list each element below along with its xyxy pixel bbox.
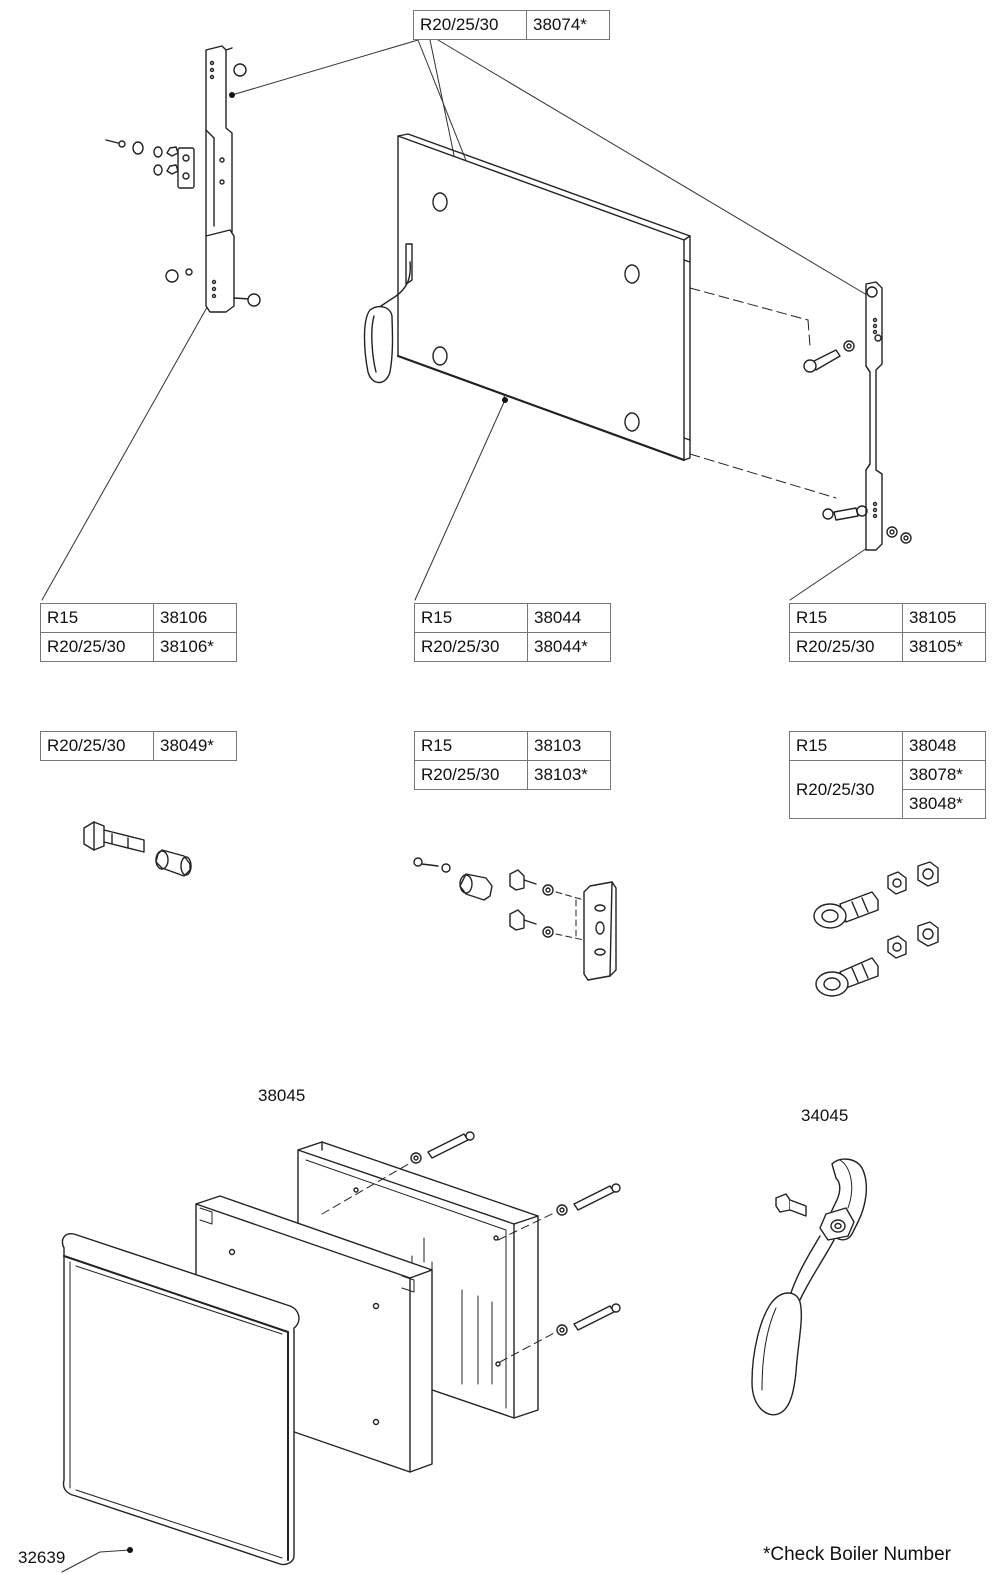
model-cell: R15: [414, 731, 528, 761]
model-cell: R20/25/30: [40, 632, 154, 662]
part-table-left-hinge: R15 38106 R20/25/30 38106*: [40, 603, 237, 662]
part-table-right-hinge: R15 38105 R20/25/30 38105*: [789, 603, 986, 662]
door-assembly-part: [61, 1131, 621, 1566]
part-number-cell: 38105*: [902, 632, 986, 662]
model-cell: R20/25/30: [40, 731, 154, 761]
model-cell: R20/25/30: [789, 760, 903, 819]
table-row: R20/25/30 38074*: [413, 10, 610, 40]
label-door-assembly: 38045: [258, 1086, 306, 1105]
model-cell: R20/25/30: [414, 760, 528, 790]
footnote-check-boiler-number: *Check Boiler Number: [763, 1544, 951, 1565]
pin-spacer-part: [83, 821, 192, 877]
table-row: R20/25/30 38044*: [414, 632, 611, 662]
table-row: R20/25/30 38078*: [789, 760, 986, 819]
model-cell: R20/25/30: [789, 632, 903, 662]
table-row: R15 38103: [414, 731, 611, 761]
part-number-cell: 38105: [902, 603, 986, 633]
part-number-cell: 38044*: [527, 632, 611, 662]
part-number-cell: 38049*: [153, 731, 237, 761]
part-number-cell: 38048: [902, 731, 986, 761]
part-number-cell: 38103*: [527, 760, 611, 790]
model-cell: R20/25/30: [413, 10, 527, 40]
part-table-eyebolt-kit: R15 38048 R20/25/30 38078* 38048*: [789, 731, 986, 819]
model-cell: R15: [40, 603, 154, 633]
part-number-cell: 38106: [153, 603, 237, 633]
model-cell: R15: [414, 603, 528, 633]
model-cell: R15: [789, 731, 903, 761]
part-number-cell: 38103: [527, 731, 611, 761]
table-row: R20/25/30 38103*: [414, 760, 611, 790]
table-row: R15 38106: [40, 603, 237, 633]
door-part: [363, 133, 837, 499]
bracket-kit-part: [413, 857, 617, 981]
left-hinge-part: [105, 45, 261, 313]
table-row: R20/25/30 38049*: [40, 731, 237, 761]
handle-part: [751, 1158, 868, 1416]
table-row: R15 38044: [414, 603, 611, 633]
model-cell: R15: [789, 603, 903, 633]
label-handle: 34045: [801, 1106, 849, 1125]
part-number-cell: 38078*: [902, 760, 986, 790]
right-hinge-part: [803, 281, 912, 551]
table-row: R20/25/30 38105*: [789, 632, 986, 662]
part-table-bracket-kit: R15 38103 R20/25/30 38103*: [414, 731, 611, 790]
part-number-cell: 38074*: [526, 10, 610, 40]
part-table-frame-assembly: R20/25/30 38074*: [413, 10, 610, 40]
table-row: R20/25/30 38106*: [40, 632, 237, 662]
table-row: 38048*: [790, 789, 986, 819]
part-number-cell: 38106*: [153, 632, 237, 662]
label-glass-frame: 32639: [18, 1548, 66, 1567]
part-table-pin: R20/25/30 38049*: [40, 731, 237, 761]
model-cell: R20/25/30: [414, 632, 528, 662]
part-number-cell: 38044: [527, 603, 611, 633]
part-number-cell: 38048*: [902, 789, 986, 819]
part-table-door: R15 38044 R20/25/30 38044*: [414, 603, 611, 662]
table-row: R15 38048: [789, 731, 986, 761]
table-row: R15 38105: [789, 603, 986, 633]
eyebolt-kit-part: [813, 861, 939, 997]
